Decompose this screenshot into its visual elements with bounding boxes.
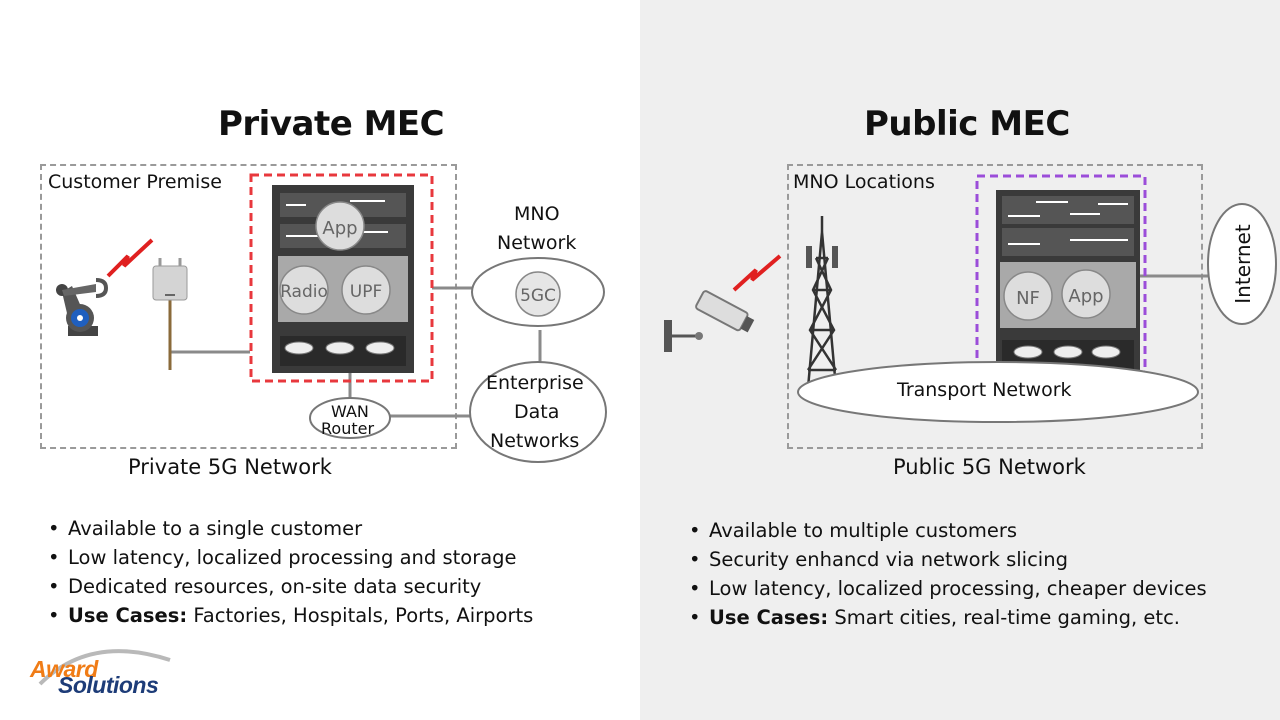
private-bullet: Dedicated resources, on-site data securi… [46, 572, 533, 601]
mno-locations-box [787, 164, 1203, 449]
wireless-signal-icon [106, 238, 154, 278]
mno-network-label-line2: Network [497, 232, 577, 254]
private-links [170, 286, 542, 418]
public-function-clouds [1003, 269, 1111, 321]
public-bullet: Security enhancd via network slicing [687, 545, 1207, 574]
public-bullet: Available to multiple customers [687, 516, 1207, 545]
enterprise-label-line2: Data [514, 401, 560, 423]
robot-arm-icon [56, 278, 108, 336]
upf-label: UPF [350, 282, 382, 302]
private-function-clouds [279, 201, 391, 315]
public-bullet-list: Available to multiple customers Security… [687, 516, 1207, 632]
wan-router-cloud [309, 397, 391, 439]
wan-router-label-line2: Router [321, 419, 375, 438]
public-bullet: Use Cases: Smart cities, real-time gamin… [687, 603, 1207, 632]
enterprise-data-networks-cloud [469, 361, 607, 463]
mno-network-label-line1: MNO [514, 203, 560, 225]
private-bullet: Available to a single customer [46, 514, 533, 543]
5gc-core-icon [515, 271, 561, 317]
transport-network-cloud [797, 361, 1199, 423]
app-label: App [322, 218, 357, 239]
public-5g-network-caption: Public 5G Network [893, 455, 1086, 479]
private-5g-network-caption: Private 5G Network [128, 455, 332, 479]
customer-premise-box [40, 164, 457, 449]
private-bullet-list: Available to a single customer Low laten… [46, 514, 533, 630]
transport-network-label: Transport Network [897, 379, 1072, 401]
mno-locations-label: MNO Locations [793, 171, 935, 193]
enterprise-label-line3: Networks [490, 430, 580, 452]
public-mec-title: Public MEC [864, 104, 1070, 144]
enterprise-label-line1: Enterprise [486, 372, 584, 394]
wan-router-label-line1: WAN [331, 402, 369, 421]
customer-premise-label: Customer Premise [48, 171, 222, 193]
radio-label: Radio [280, 282, 328, 302]
nf-label: NF [1016, 288, 1040, 309]
public-app-label: App [1068, 286, 1103, 307]
public-bullet: Low latency, localized processing, cheap… [687, 574, 1207, 603]
internet-label: Internet [1231, 224, 1255, 304]
private-bullet: Use Cases: Factories, Hospitals, Ports, … [46, 601, 533, 630]
security-camera-icon [664, 290, 755, 352]
access-point-icon [152, 258, 188, 370]
cell-tower-icon [806, 216, 838, 389]
5gc-label: 5GC [520, 286, 556, 306]
private-bullet: Low latency, localized processing and st… [46, 543, 533, 572]
internet-cloud [1207, 203, 1277, 325]
public-wireless-signal-icon [732, 254, 782, 292]
private-mec-boundary [249, 173, 434, 383]
private-mec-title: Private MEC [218, 104, 445, 144]
